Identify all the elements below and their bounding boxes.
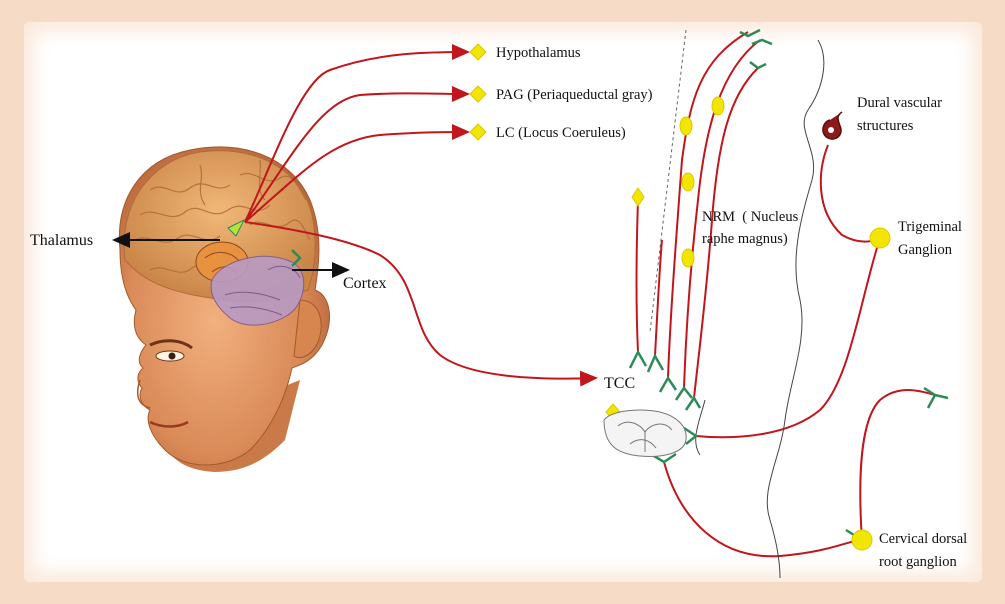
label-pag: PAG (Periaqueductal gray): [496, 87, 653, 103]
trigeminal-to-tcc: [696, 238, 880, 437]
label-dural-line1: Dural vascular: [857, 95, 942, 111]
synapse-periphery: [924, 388, 948, 408]
lc-node: [470, 124, 486, 140]
yellow-nodes: [470, 44, 890, 550]
pathway-lines: [245, 32, 935, 556]
synapse-top-2: [752, 40, 772, 44]
label-nrm-line2: raphe magnus): [702, 231, 788, 247]
cervical-ganglion-node: [852, 530, 872, 550]
label-lc: LC (Locus Coeruleus): [496, 125, 626, 141]
hypothalamus-node: [470, 44, 486, 60]
label-cervical-line1: Cervical dorsal: [879, 531, 967, 547]
synapse-tcc-4: [676, 388, 692, 400]
label-cortex: Cortex: [343, 275, 387, 292]
label-nrm-line1: NRM ( Nucleus: [702, 209, 799, 225]
label-cervical-line2: root ganglion: [879, 554, 957, 570]
cervical-to-periphery: [860, 390, 935, 540]
head-illustration: [119, 147, 329, 472]
label-hypothalamus: Hypothalamus: [496, 45, 581, 61]
descending-fiber-left: [637, 200, 639, 352]
label-trigeminal-line1: Trigeminal: [898, 219, 962, 235]
synapse-tcc-1: [630, 352, 646, 368]
nrm-node-1: [680, 117, 692, 135]
trigeminal-ganglion-node: [870, 228, 890, 248]
descending-node: [632, 188, 644, 206]
spinal-cord-section-icon: [604, 410, 686, 456]
nrm-node-2: [712, 97, 724, 115]
brainstem-outline: [696, 40, 824, 578]
nrm-node-3: [682, 173, 694, 191]
synapse-marks: [292, 30, 948, 540]
synapse-top-3: [750, 62, 766, 68]
dural-to-trigeminal: [821, 145, 880, 242]
label-tcc: TCC: [604, 375, 635, 392]
synapse-tcc-3: [660, 378, 676, 392]
dural-vessel-icon: [823, 112, 842, 139]
synapse-tcc-2: [648, 356, 663, 372]
synapse-tcc-5: [686, 398, 700, 410]
label-trigeminal-line2: Ganglion: [898, 242, 953, 258]
pag-node: [470, 86, 486, 102]
label-dural-line2: structures: [857, 118, 914, 134]
tcc-to-cervical: [664, 462, 862, 556]
nrm-node-4: [682, 249, 694, 267]
label-thalamus: Thalamus: [30, 232, 93, 249]
